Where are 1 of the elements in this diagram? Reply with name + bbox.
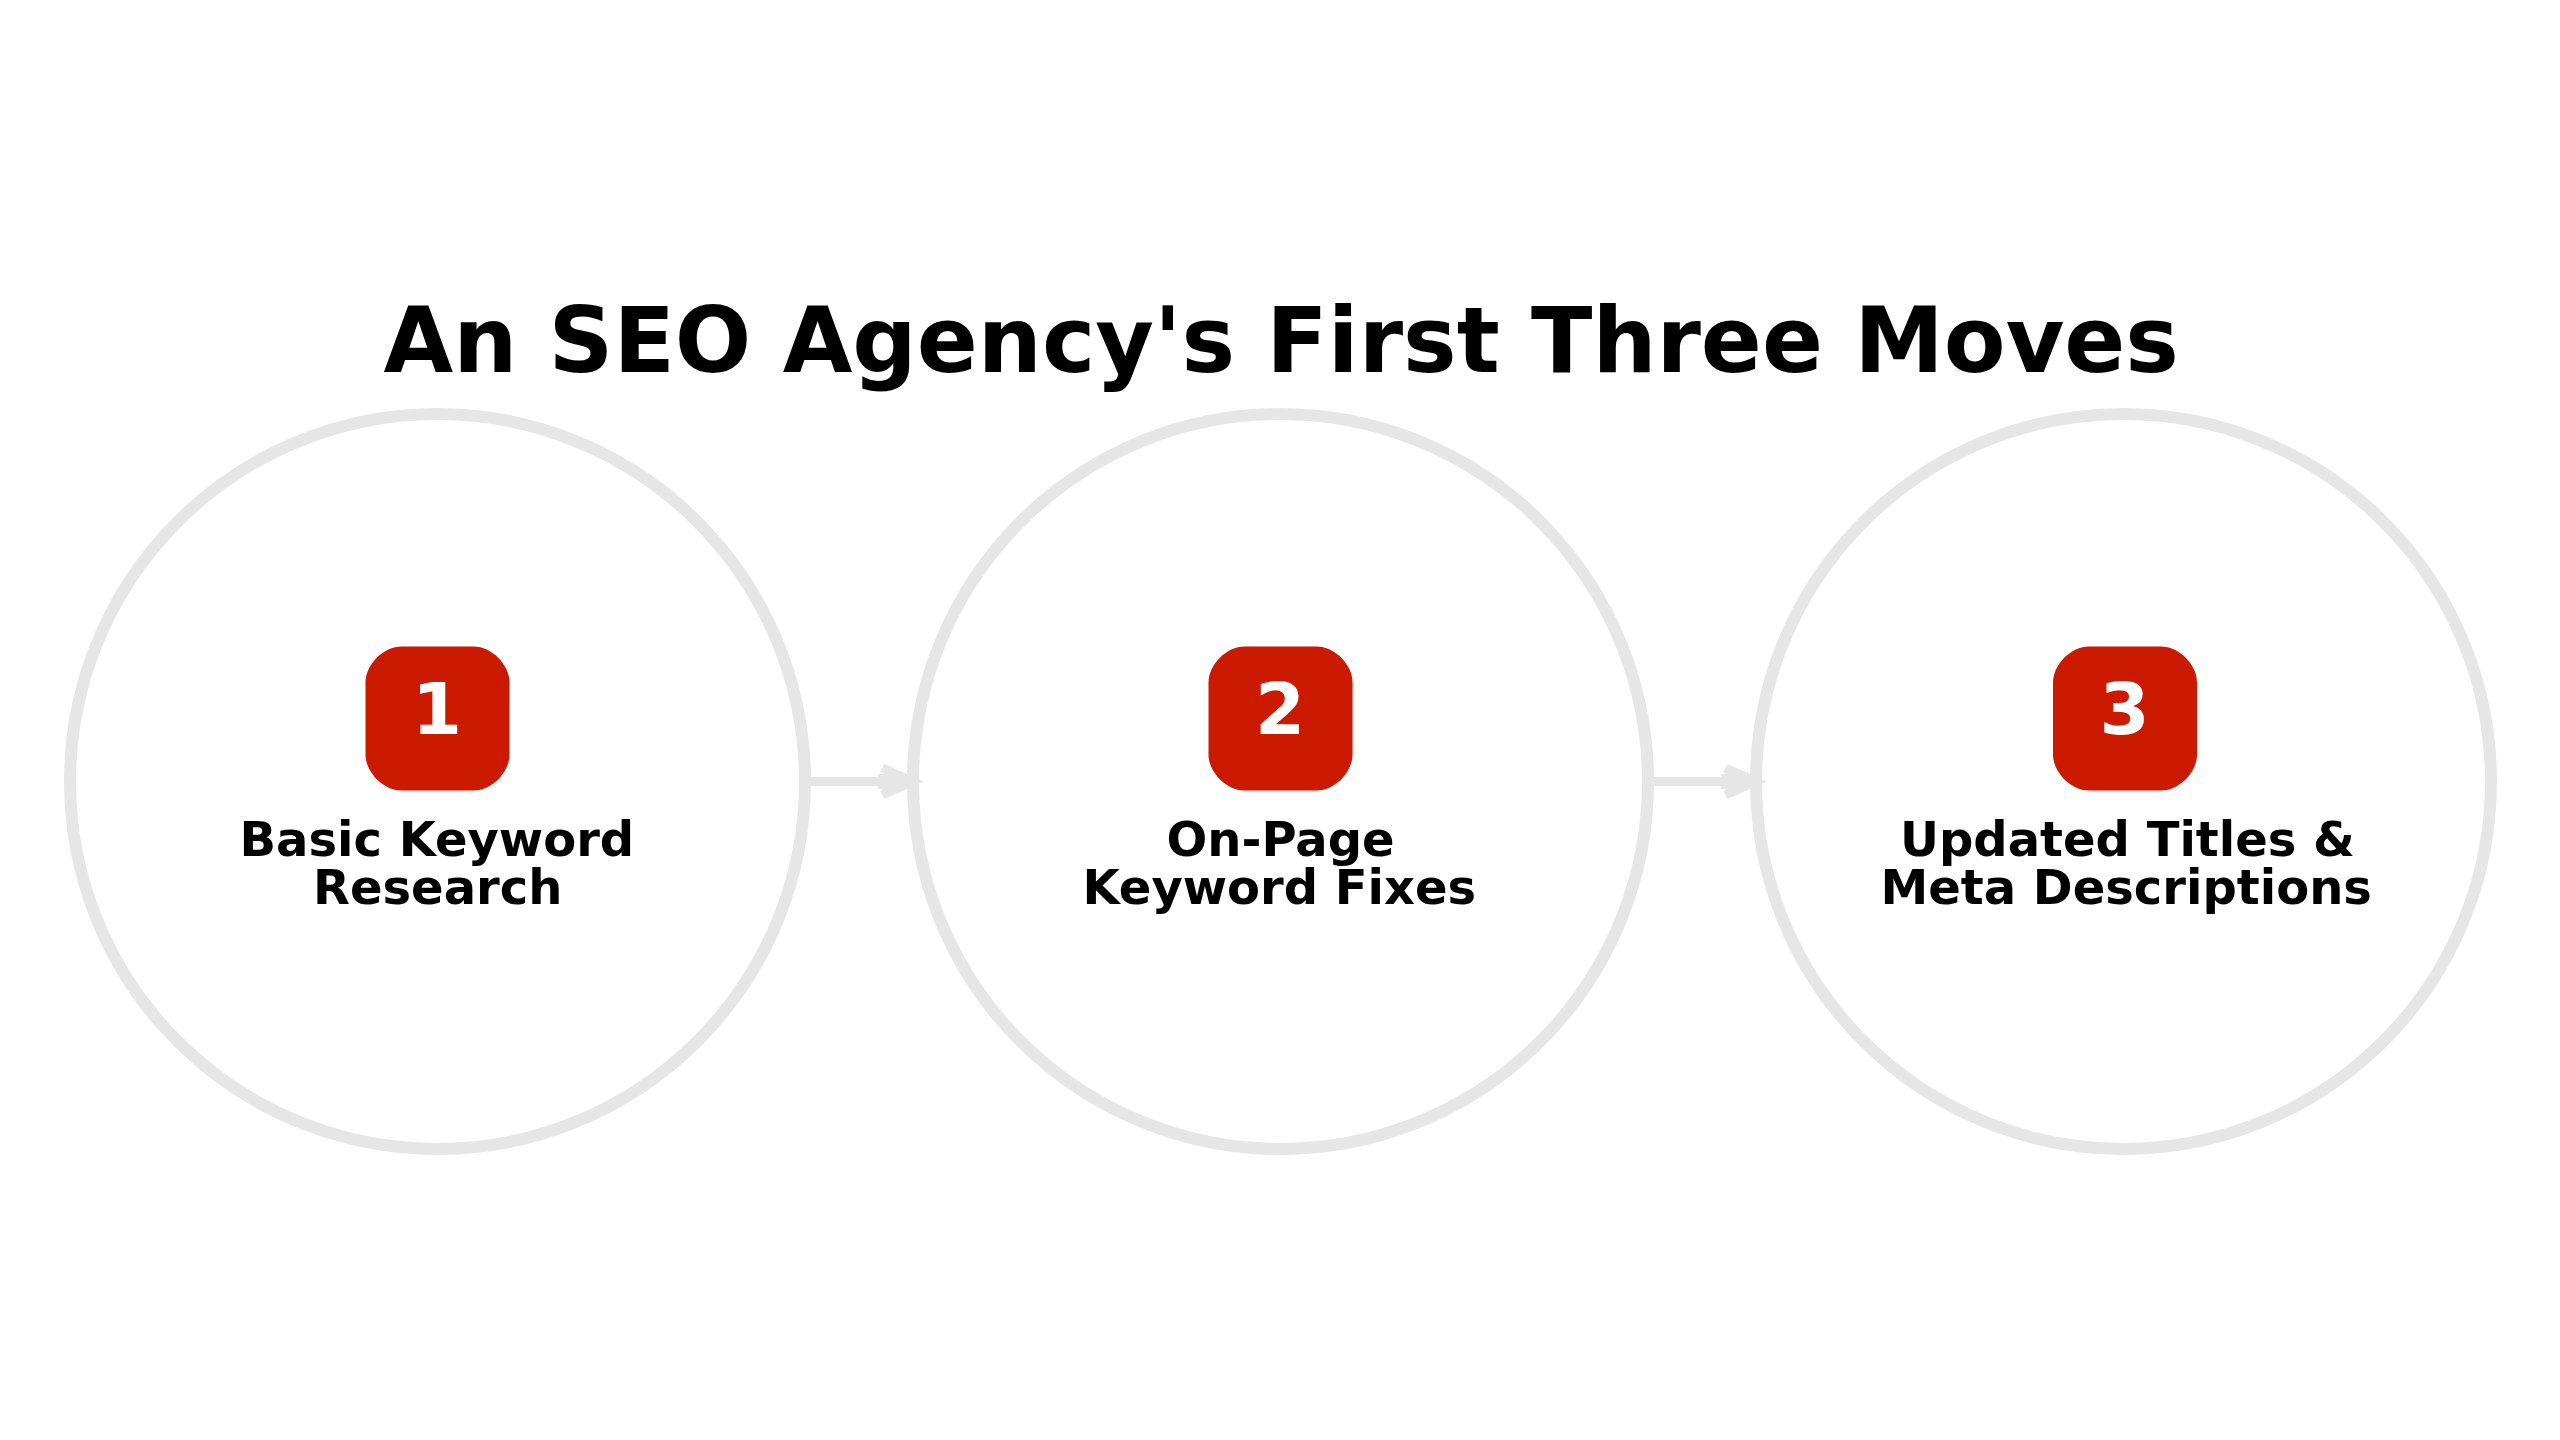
diagram-title: An SEO Agency's First Three Moves [383,288,2179,393]
